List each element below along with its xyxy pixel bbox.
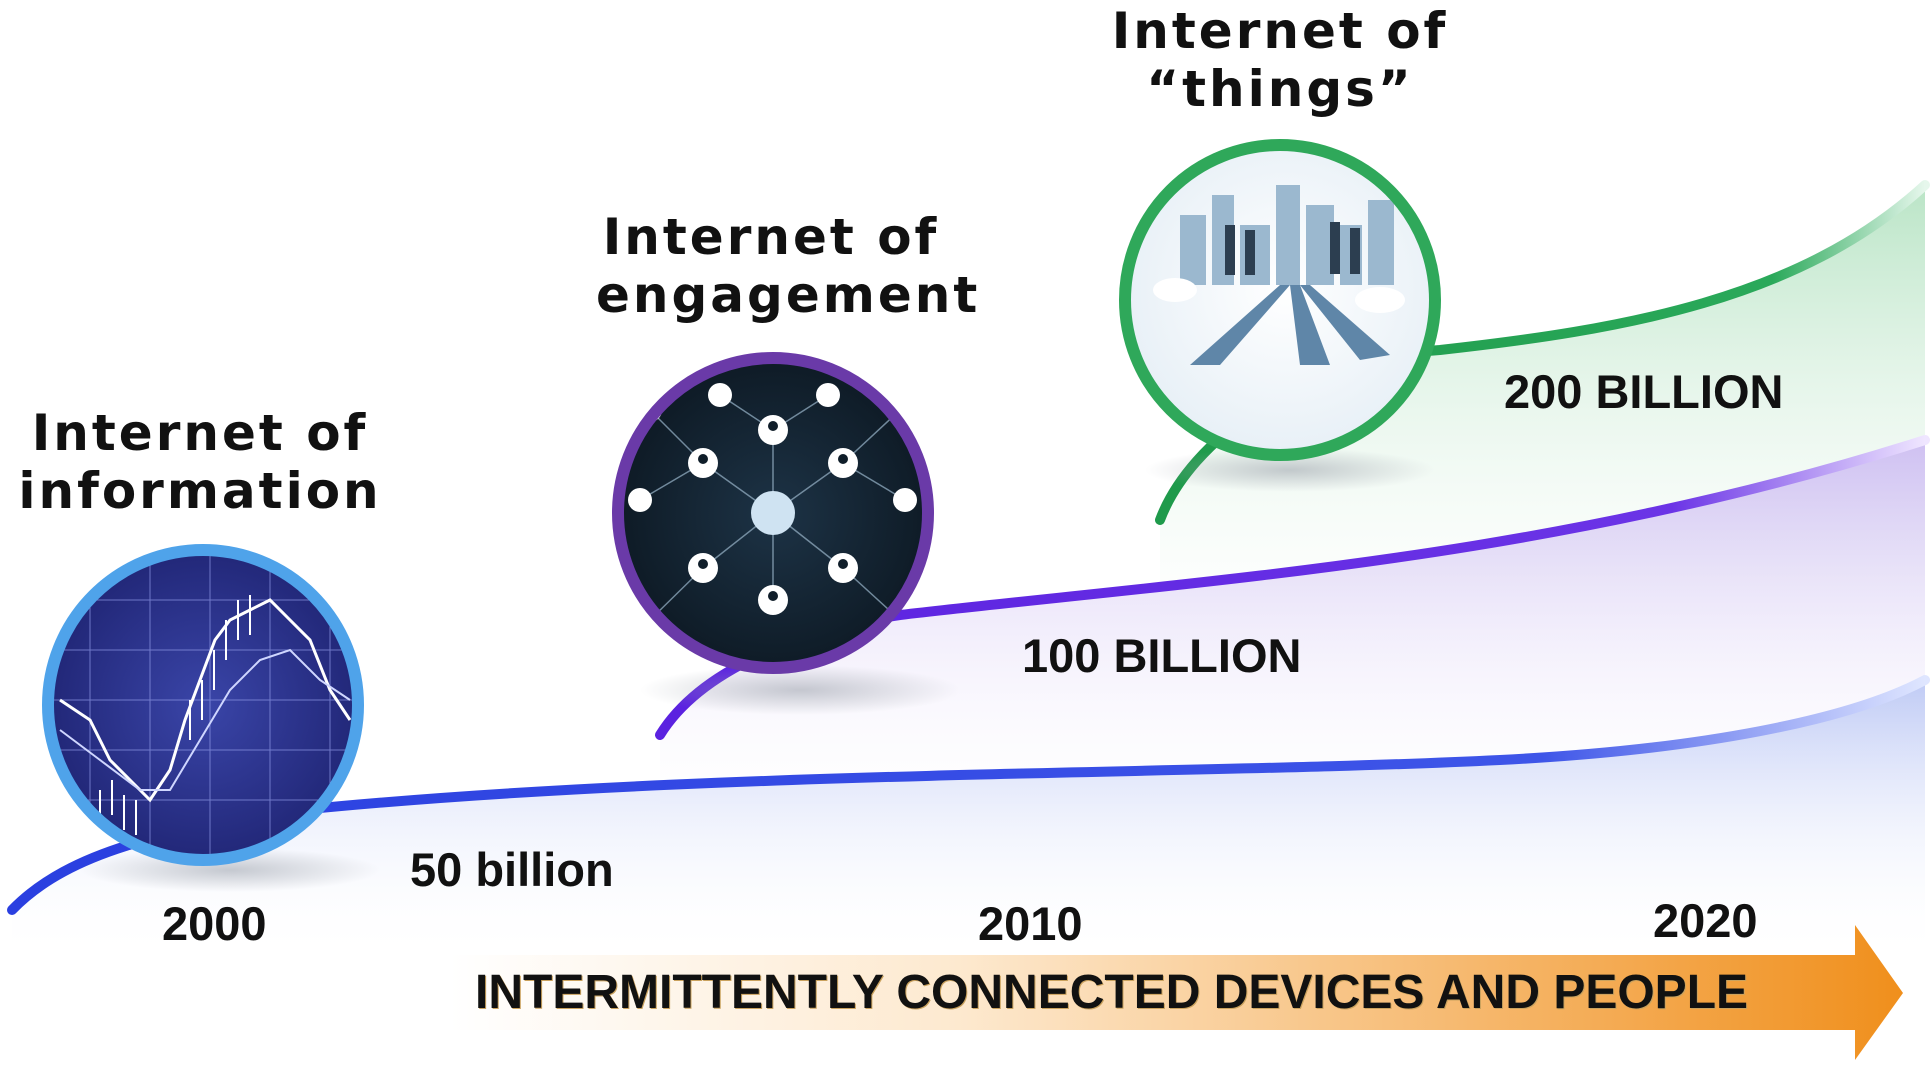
- era-title-engagement: Internet of engagement: [596, 208, 981, 324]
- era-title-things-line1: Internet of: [1111, 2, 1449, 60]
- count-things: 200 BILLION: [1504, 365, 1784, 418]
- era-title-engagement-line2: engagement: [596, 266, 981, 324]
- shadow-engagement: [640, 665, 960, 715]
- timeline-arrow: [450, 925, 1903, 1060]
- band-information-fill: [12, 680, 1925, 960]
- year-2010: 2010: [978, 897, 1083, 950]
- era-title-engagement-line1: Internet of: [602, 208, 940, 266]
- count-engagement: 100 BILLION: [1022, 629, 1302, 682]
- era-title-information-line2: information: [18, 462, 382, 520]
- shadow-information: [80, 848, 380, 892]
- year-2020: 2020: [1653, 894, 1758, 947]
- era-title-things: Internet of “things”: [1105, 2, 1455, 118]
- band-engagement-fill: [660, 440, 1925, 840]
- city-business-icon: [1119, 139, 1441, 461]
- era-title-things-line2: “things”: [1146, 60, 1414, 118]
- era-title-information: Internet of information: [18, 404, 382, 520]
- era-title-information-line1: Internet of: [31, 404, 369, 462]
- shadow-things: [1145, 448, 1435, 492]
- timeline-arrow-label: INTERMITTENTLY CONNECTED DEVICES AND PEO…: [475, 966, 1749, 1019]
- social-network-icon: [612, 352, 934, 674]
- year-2000: 2000: [162, 897, 267, 950]
- count-information: 50 billion: [410, 843, 614, 896]
